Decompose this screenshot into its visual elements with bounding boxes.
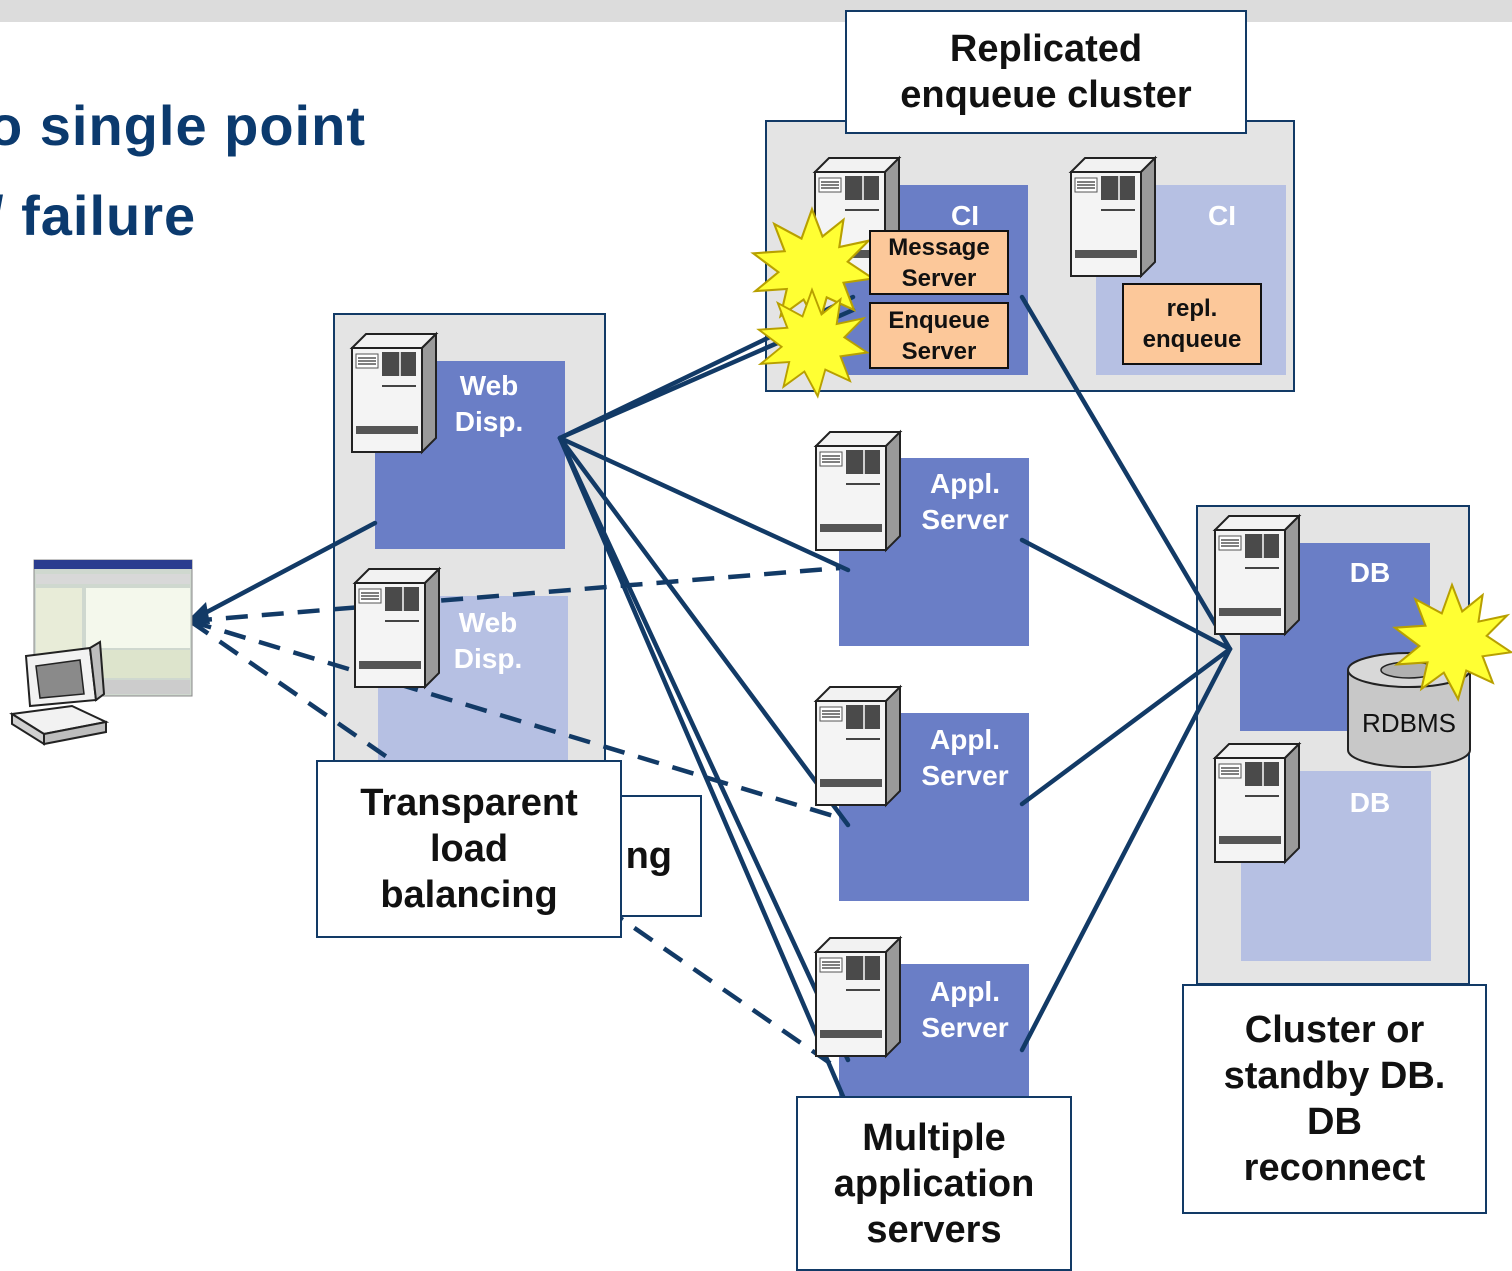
ci-standby-label: CI xyxy=(1208,200,1236,231)
web-disp-standby-label: Web Disp. xyxy=(453,607,523,674)
multiple-app-servers-callout: Multiple application servers xyxy=(796,1096,1072,1271)
app-server-3-icon xyxy=(815,937,901,1057)
client-pc-icon xyxy=(9,559,193,746)
app-server-1-icon xyxy=(815,431,901,551)
load-balancing-callout-back-text: ng xyxy=(625,835,672,877)
web-disp-primary-server-icon xyxy=(351,333,437,453)
replicated-enqueue-callout: Replicated enqueue cluster xyxy=(845,10,1247,134)
app-server-1-label: Appl. Server xyxy=(921,468,1009,535)
message-server-box: Message Server xyxy=(869,230,1009,295)
app-server-3-label: Appl. Server xyxy=(921,976,1009,1043)
transparent-load-balancing-callout: Transparent load balancing xyxy=(316,760,622,938)
enqueue-server-box: Enqueue Server xyxy=(869,302,1009,369)
app-server-2-label: Appl. Server xyxy=(921,724,1009,791)
slide-title-line1: o single point xyxy=(0,94,366,157)
db-standby-label: DB xyxy=(1349,787,1391,818)
slide-title-line2: / failure xyxy=(0,184,197,247)
web-disp-standby-server-icon xyxy=(354,568,440,688)
db-standby-server-icon xyxy=(1214,743,1300,863)
db-primary-server-icon xyxy=(1214,515,1300,635)
app-server-2-icon xyxy=(815,686,901,806)
ci-primary-label: CI xyxy=(951,200,979,231)
web-disp-primary-label: Web Disp. xyxy=(454,370,524,437)
ci-standby-server-icon xyxy=(1070,157,1156,277)
db-primary-label: DB xyxy=(1349,557,1391,588)
rdbms-label: RDBMS xyxy=(1362,708,1456,738)
cluster-standby-db-callout: Cluster or standby DB. DB reconnect xyxy=(1182,984,1487,1214)
repl-enqueue-box: repl. enqueue xyxy=(1122,283,1262,365)
